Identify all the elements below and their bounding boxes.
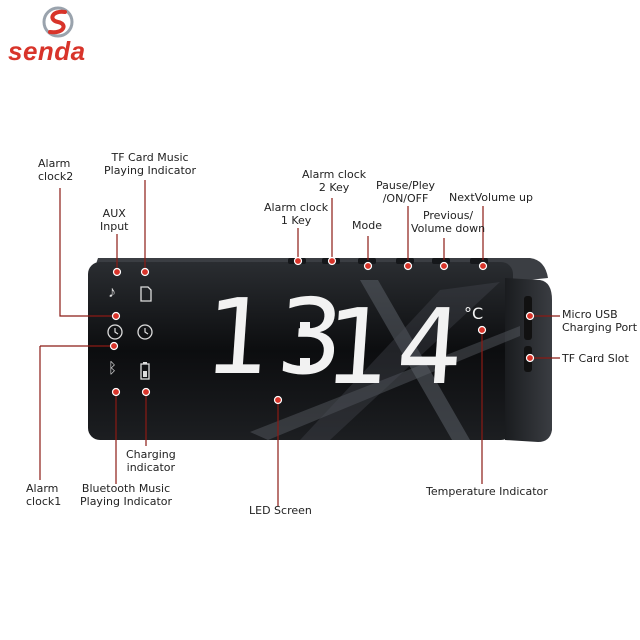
led-time-right: 14: [320, 286, 474, 408]
brand-name: senda: [8, 36, 86, 66]
label-next-volume-up: NextVolume up: [449, 191, 533, 204]
aux-icon: ♪: [108, 284, 116, 301]
alarm-clock-2-icon: [137, 324, 153, 340]
label-tf-card-slot: TF Card Slot: [562, 352, 629, 365]
senda-logo-icon: [42, 6, 74, 38]
label-pause-play: Pause/Pley/ON/OFF: [376, 179, 436, 205]
sd-card-icon: [140, 286, 152, 302]
temp-unit: °C: [464, 304, 484, 323]
led-colon: [300, 322, 310, 332]
label-previous-volume-down: Previous/Volume down: [411, 209, 486, 235]
battery-icon: [140, 362, 150, 380]
label-led-screen: LED Screen: [249, 504, 312, 517]
label-temperature-indicator: Temperature Indicator: [426, 485, 548, 498]
alarm-clock-1-icon: [107, 324, 123, 340]
label-mode: Mode: [352, 219, 382, 232]
bluetooth-icon: ᛒ: [108, 360, 118, 377]
